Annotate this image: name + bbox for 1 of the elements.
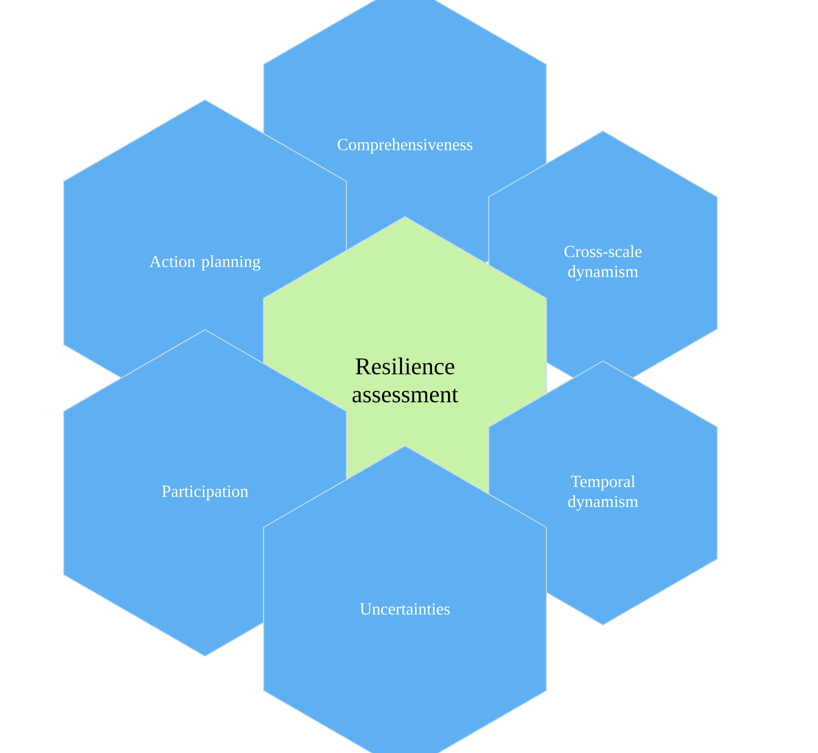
hexagon: Uncertainties	[263, 445, 547, 753]
